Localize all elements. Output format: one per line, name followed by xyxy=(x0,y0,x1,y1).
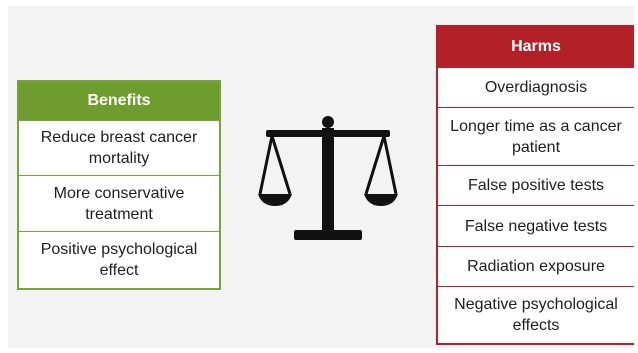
harm-item: Negative psychological effects xyxy=(438,286,634,343)
harms-panel: Harms Overdiagnosis Longer time as a can… xyxy=(436,25,634,345)
harm-item: False negative tests xyxy=(438,205,634,246)
harm-item: Longer time as a cancer patient xyxy=(438,107,634,165)
benefit-item: Positive psychological effect xyxy=(19,231,219,288)
harm-item: Radiation exposure xyxy=(438,246,634,286)
harms-header: Harms xyxy=(438,27,634,67)
benefits-panel: Benefits Reduce breast cancer mortality … xyxy=(17,80,221,290)
benefit-item: More conservative treatment xyxy=(19,175,219,231)
benefits-header: Benefits xyxy=(19,82,219,120)
benefit-item: Reduce breast cancer mortality xyxy=(19,120,219,175)
balance-scale-icon xyxy=(258,116,398,240)
harm-item: False positive tests xyxy=(438,165,634,205)
harm-item: Overdiagnosis xyxy=(438,67,634,107)
